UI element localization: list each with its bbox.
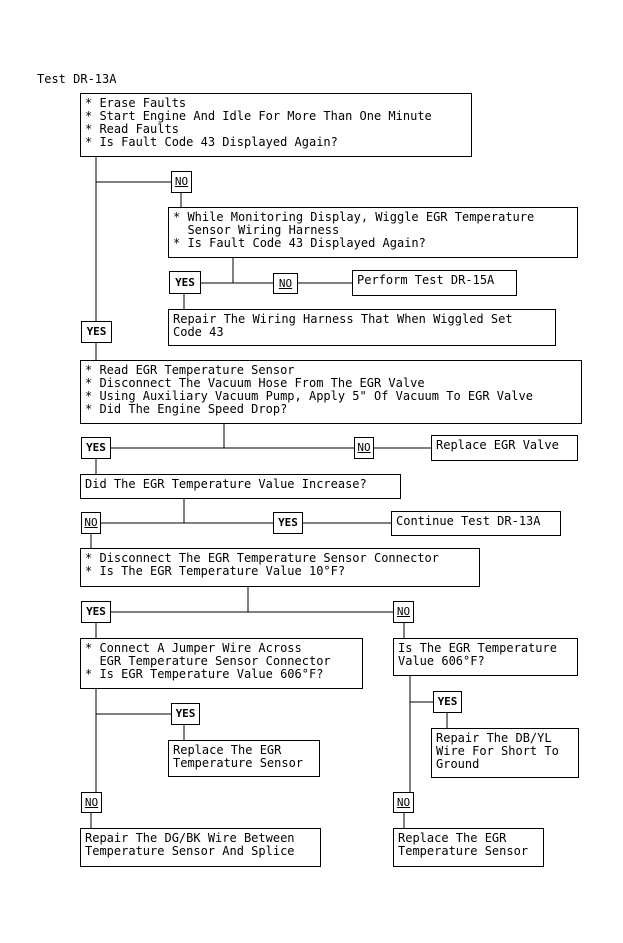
step-4-box: Did The EGR Temperature Value Increase? [80, 474, 401, 499]
box-line: * Is EGR Temperature Value 606°F? [85, 667, 324, 681]
box-line: * Erase Faults [85, 96, 187, 110]
box-line: * Is The EGR Temperature Value 10°F? [85, 564, 346, 578]
step-6-no-tag: NO [81, 792, 102, 813]
step-4-yes-tag: YES [273, 512, 303, 534]
box-line: Wire For Short To [436, 744, 559, 758]
box-line: Ground [436, 757, 480, 771]
step-3-no-result: Replace EGR Valve [431, 435, 578, 461]
step-2-yes-tag: YES [169, 271, 201, 294]
step-1-box: * Erase Faults* Start Engine And Idle Fo… [80, 93, 472, 157]
box-line: * Disconnect The EGR Temperature Sensor … [85, 551, 440, 565]
step-4-yes-result: Continue Test DR-13A [391, 511, 561, 536]
step-5-no-tag: NO [393, 601, 414, 623]
box-line: Temperature Sensor [398, 844, 529, 858]
step-3-box: * Read EGR Temperature Sensor* Disconnec… [80, 360, 582, 424]
step-3-yes-tag: YES [81, 437, 111, 459]
box-line: Temperature Sensor And Splice [85, 844, 295, 858]
box-line: * Connect A Jumper Wire Across [85, 641, 302, 655]
box-line: * Is Fault Code 43 Displayed Again? [173, 236, 426, 250]
box-line: Temperature Sensor [173, 756, 304, 770]
box-line: * While Monitoring Display, Wiggle EGR T… [173, 210, 535, 224]
step-5-yes-tag: YES [81, 601, 111, 623]
step-2-yes-result: Repair The Wiring Harness That When Wigg… [168, 309, 556, 346]
box-line: * Using Auxiliary Vacuum Pump, Apply 5" … [85, 389, 533, 403]
box-line: * Did The Engine Speed Drop? [85, 402, 288, 416]
box-line: Repair The DB/YL [436, 731, 552, 745]
box-line: Is The EGR Temperature [398, 641, 557, 655]
box-line: * Disconnect The Vacuum Hose From The EG… [85, 376, 425, 390]
box-line: * Start Engine And Idle For More Than On… [85, 109, 432, 123]
step-1-no-tag: NO [171, 171, 192, 193]
step-2-no-result: Perform Test DR-15A [352, 270, 517, 296]
step-2-box: * While Monitoring Display, Wiggle EGR T… [168, 207, 578, 258]
box-line: Sensor Wiring Harness [173, 223, 340, 237]
test-title: Test DR-13A [37, 72, 117, 86]
step-1-yes-tag: YES [81, 321, 112, 343]
box-line: * Read Faults [85, 122, 179, 136]
box-line: Perform Test DR-15A [357, 273, 495, 287]
box-line: Repair The DG/BK Wire Between [85, 831, 295, 845]
box-line: * Is Fault Code 43 Displayed Again? [85, 135, 338, 149]
box-line: Code 43 [173, 325, 224, 339]
box-line: EGR Temperature Sensor Connector [85, 654, 331, 668]
step-2-no-tag: NO [273, 273, 298, 294]
step-4-no-tag: NO [81, 512, 101, 534]
box-line: * Read EGR Temperature Sensor [85, 363, 295, 377]
box-line: Continue Test DR-13A [396, 514, 541, 528]
box-line: Replace EGR Valve [436, 438, 559, 452]
step-7-no-tag: NO [393, 792, 414, 813]
step-7-yes-tag: YES [433, 691, 462, 713]
box-line: Repair The Wiring Harness That When Wigg… [173, 312, 513, 326]
box-line: Value 606°F? [398, 654, 485, 668]
box-line: Replace The EGR [173, 743, 282, 757]
step-5-box: * Disconnect The EGR Temperature Sensor … [80, 548, 480, 587]
step-6-box: * Connect A Jumper Wire Across EGR Tempe… [80, 638, 363, 689]
box-line: Replace The EGR [398, 831, 507, 845]
box-line: Did The EGR Temperature Value Increase? [85, 477, 367, 491]
step-3-no-tag: NO [354, 437, 374, 459]
step-6-yes-tag: YES [171, 703, 200, 725]
